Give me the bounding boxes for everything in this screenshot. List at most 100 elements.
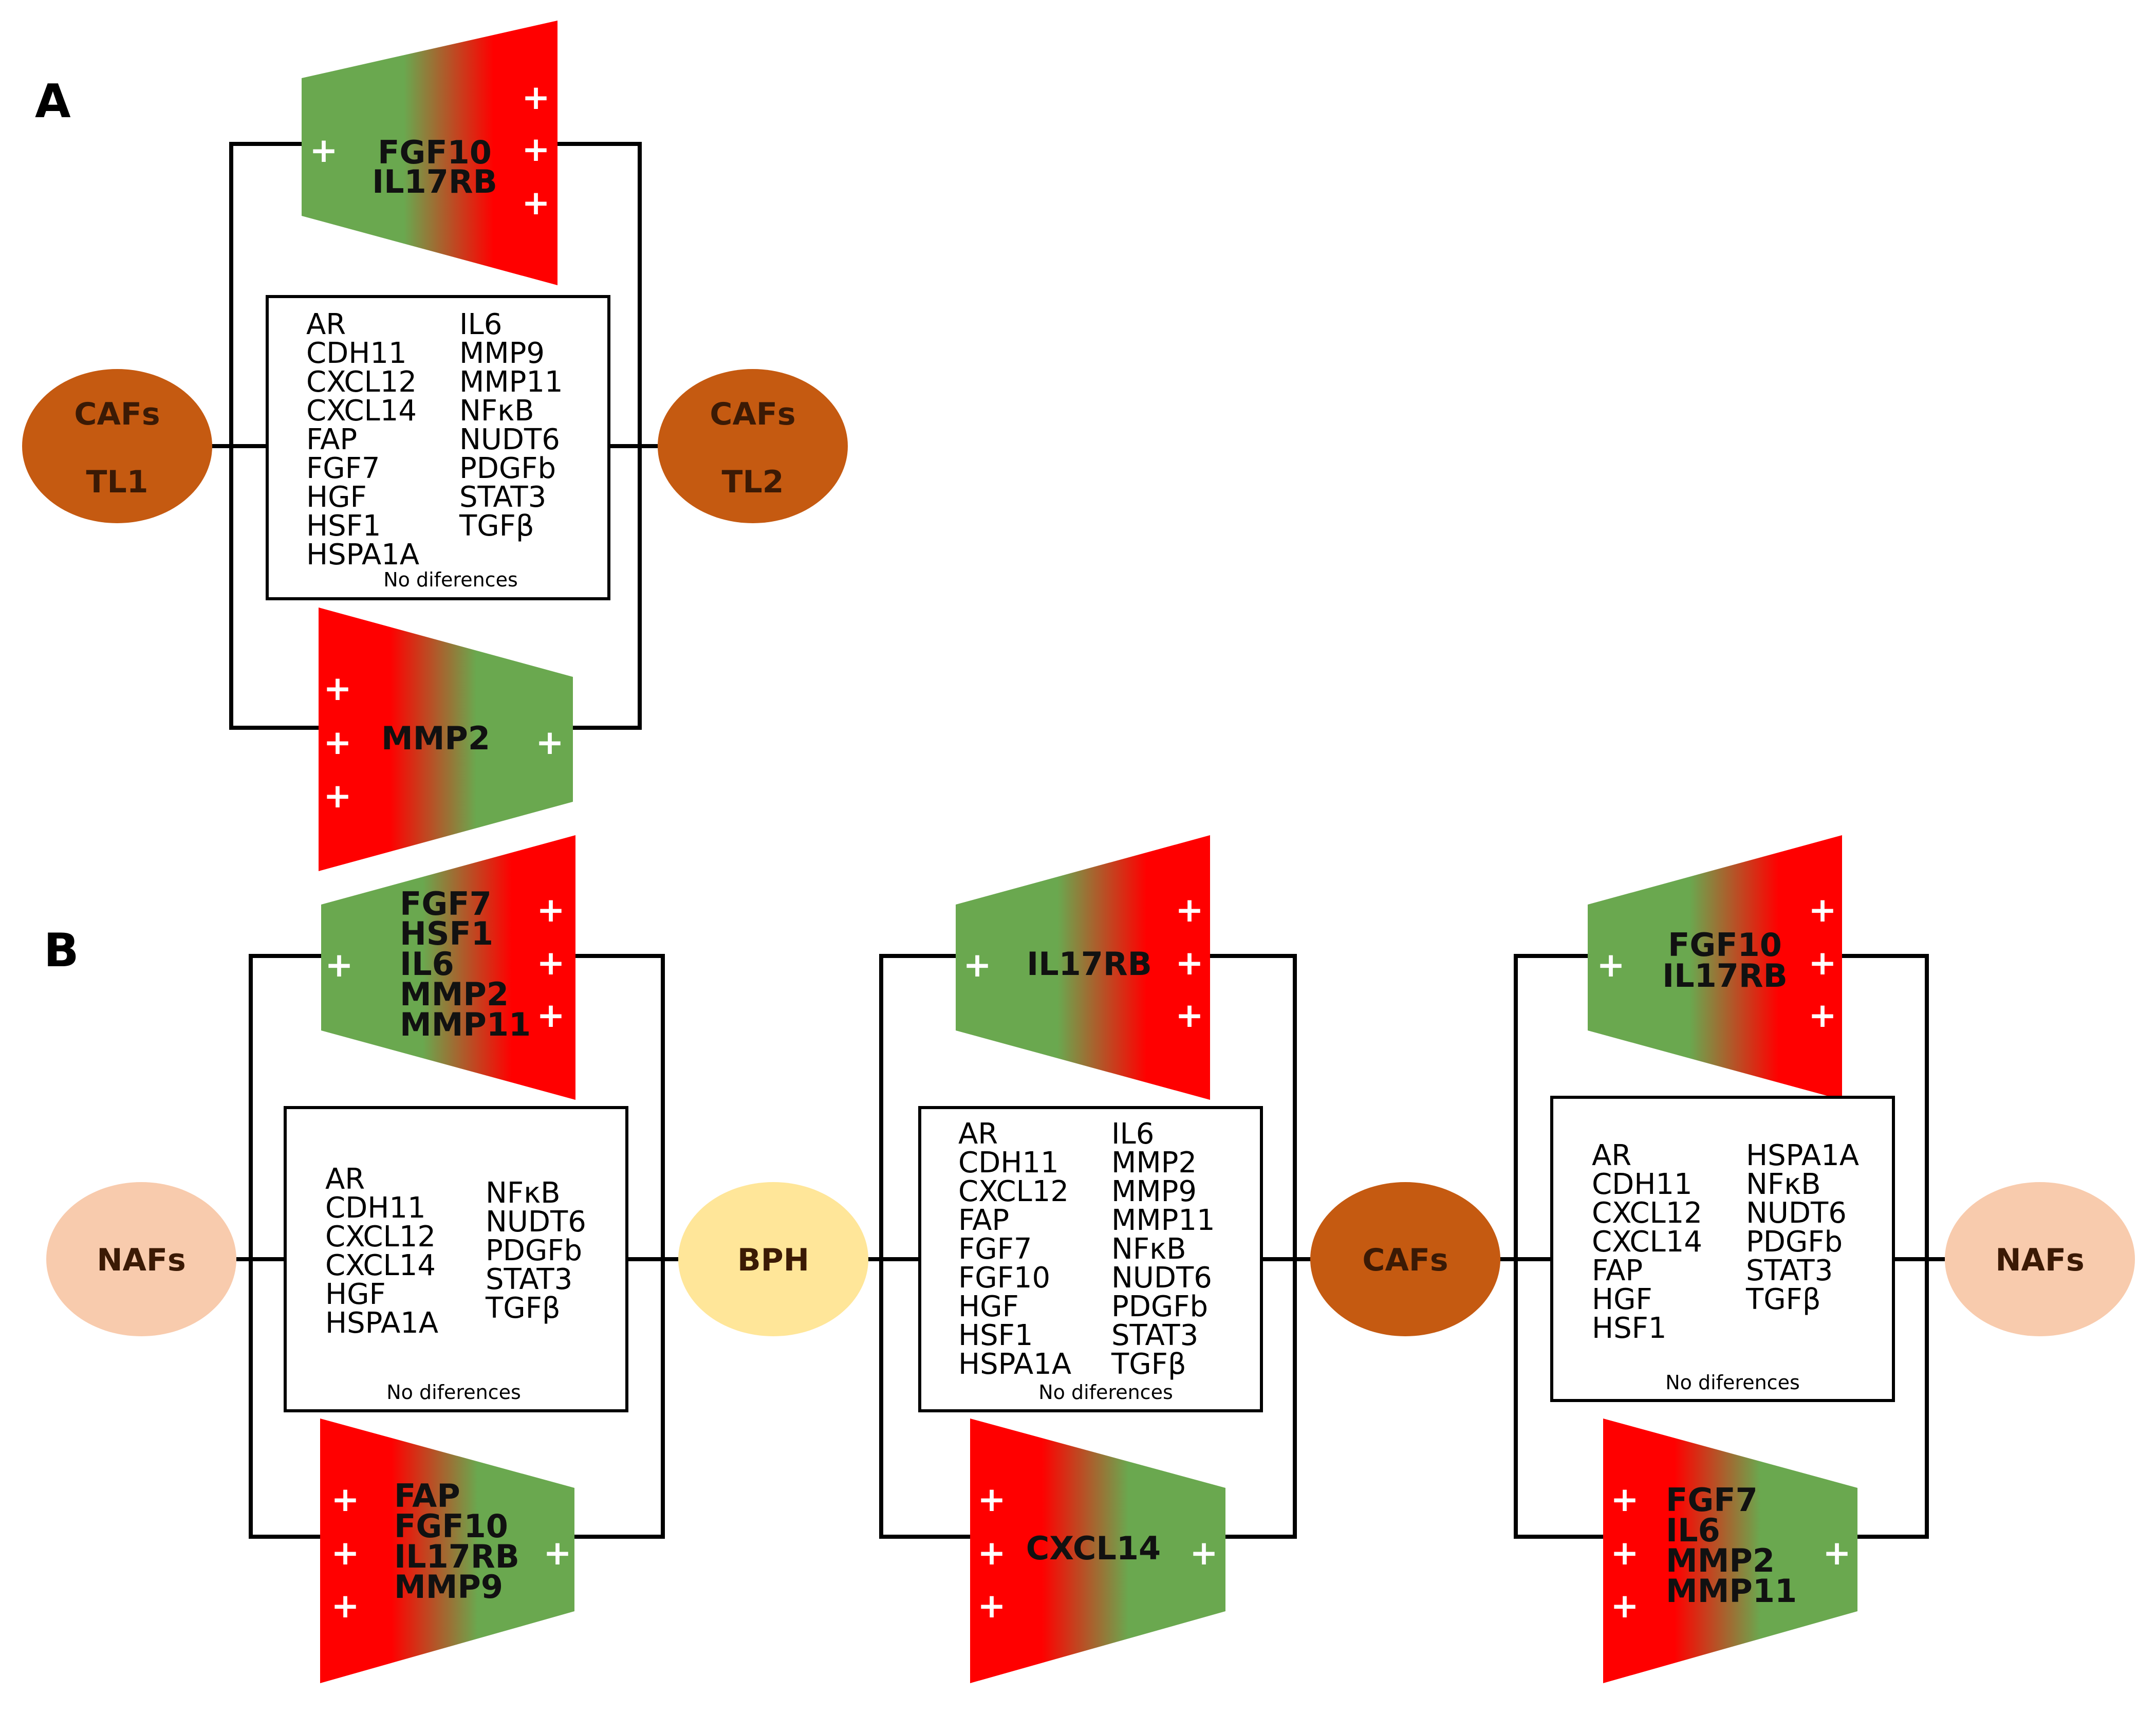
svg-text:HSPA1A: HSPA1A — [958, 1348, 1071, 1381]
svg-text:AR: AR — [958, 1117, 998, 1151]
svg-text:AR: AR — [325, 1163, 365, 1196]
node-nafs-left: NAFs — [46, 1182, 236, 1336]
svg-text:PDGFb: PDGFb — [486, 1234, 582, 1267]
upregulated-trapezoid — [302, 21, 557, 285]
svg-text:MMP9: MMP9 — [459, 337, 545, 370]
plus-sign: + — [963, 945, 991, 985]
svg-text:NAFs: NAFs — [1995, 1242, 2084, 1278]
plus-sign: + — [331, 1480, 359, 1519]
plus-sign: + — [1823, 1533, 1851, 1573]
svg-text:NUDT6: NUDT6 — [1746, 1196, 1847, 1230]
svg-text:TL1: TL1 — [86, 464, 148, 500]
no-difference-box — [1550, 1096, 1895, 1402]
gene-stack: FGF7 HSF1 IL6 MMP2 MMP11 — [400, 885, 531, 1043]
svg-text:FAP: FAP — [306, 423, 357, 456]
svg-text:IL6: IL6 — [400, 945, 454, 983]
plus-sign: + — [977, 1480, 1006, 1519]
svg-text:TGFβ: TGFβ — [459, 509, 534, 543]
svg-text:CDH11: CDH11 — [306, 337, 407, 370]
svg-text:TL2: TL2 — [722, 464, 784, 500]
plus-sign: + — [536, 890, 565, 930]
svg-text:CXCL14: CXCL14 — [306, 394, 417, 428]
plus-sign: + — [331, 1586, 359, 1626]
svg-text:FAP: FAP — [1592, 1254, 1643, 1287]
downregulated-trapezoid — [970, 1419, 1225, 1683]
svg-text:STAT3: STAT3 — [1746, 1254, 1833, 1287]
svg-text:HSPA1A: HSPA1A — [325, 1306, 438, 1340]
svg-text:CXCL12: CXCL12 — [325, 1220, 436, 1254]
svg-text:FGF7: FGF7 — [1666, 1481, 1758, 1519]
svg-text:PDGFb: PDGFb — [1746, 1225, 1843, 1259]
plus-sign: + — [977, 1533, 1006, 1573]
node-bph: BPH — [678, 1182, 868, 1336]
plus-sign: + — [522, 183, 550, 223]
gene-label: IL17RB — [1027, 945, 1152, 983]
gene-list-col2: IL6 MMP2 MMP9 MMP11 NFκB NUDT6 PDGFb STA… — [1111, 1117, 1215, 1381]
no-differences-note: No diferences — [1038, 1381, 1173, 1404]
svg-text:HGF: HGF — [306, 481, 367, 514]
node-cafs: CAFs — [1310, 1182, 1500, 1336]
svg-text:HSPA1A: HSPA1A — [306, 538, 419, 572]
plus-sign: + — [536, 943, 565, 983]
plus-sign: + — [536, 996, 565, 1035]
svg-text:MMP11: MMP11 — [459, 365, 563, 399]
gene-list-col2: NFκB NUDT6 PDGFb STAT3 TGFβ — [485, 1176, 586, 1325]
gene-list-col1: AR CDH11 CXCL12 CXCL14 FAP FGF7 HGF HSF1… — [306, 308, 419, 572]
svg-text:MMP9: MMP9 — [394, 1568, 503, 1606]
no-differences-note: No diferences — [383, 568, 518, 591]
svg-text:HSF1: HSF1 — [1592, 1312, 1667, 1345]
svg-text:FAP: FAP — [958, 1204, 1009, 1237]
gene-list-col1: AR CDH11 CXCL12 CXCL14 HGF HSPA1A — [325, 1163, 438, 1340]
svg-text:CXCL12: CXCL12 — [1592, 1196, 1702, 1230]
svg-text:CAFs: CAFs — [1362, 1242, 1448, 1278]
svg-text:MMP2: MMP2 — [1666, 1542, 1775, 1579]
svg-text:CXCL14: CXCL14 — [1592, 1225, 1702, 1259]
svg-text:FGF10: FGF10 — [958, 1261, 1050, 1295]
downregulated-trapezoid — [319, 607, 573, 871]
gene-list-col1: AR CDH11 CXCL12 FAP FGF7 FGF10 HGF HSF1 … — [958, 1117, 1071, 1381]
plus-sign: + — [522, 130, 550, 169]
no-differences-note: No diferences — [1665, 1371, 1800, 1394]
svg-text:MMP11: MMP11 — [400, 1006, 531, 1043]
svg-text:FGF7: FGF7 — [400, 885, 492, 923]
svg-text:NUDT6: NUDT6 — [486, 1205, 586, 1239]
svg-text:IL17RB: IL17RB — [394, 1538, 519, 1575]
gene-stack: FAP FGF10 IL17RB MMP9 — [394, 1477, 519, 1606]
svg-text:CXCL12: CXCL12 — [958, 1175, 1069, 1208]
svg-text:FAP: FAP — [394, 1477, 460, 1515]
plus-sign: + — [1808, 943, 1836, 983]
svg-text:MMP9: MMP9 — [1111, 1175, 1197, 1208]
svg-text:NFκB: NFκB — [1111, 1232, 1186, 1266]
svg-text:HSF1: HSF1 — [400, 915, 493, 952]
svg-text:HSF1: HSF1 — [958, 1319, 1033, 1352]
svg-text:STAT3: STAT3 — [459, 481, 546, 514]
svg-text:NUDT6: NUDT6 — [1111, 1261, 1212, 1295]
plus-sign: + — [1175, 996, 1203, 1035]
plus-sign: + — [1610, 1586, 1639, 1626]
svg-text:NAFs: NAFs — [97, 1242, 185, 1278]
plus-sign: + — [1596, 945, 1625, 985]
svg-text:MMP2: MMP2 — [1111, 1146, 1197, 1180]
plus-sign: + — [1189, 1533, 1218, 1573]
plus-sign: + — [323, 776, 351, 816]
svg-text:HGF: HGF — [325, 1278, 386, 1311]
plus-sign: + — [543, 1533, 571, 1573]
plus-sign: + — [1175, 890, 1203, 930]
svg-text:TGFβ: TGFβ — [1745, 1283, 1821, 1316]
node-cafs-tl2: CAFs TL2 — [658, 369, 848, 523]
svg-text:TGFβ: TGFβ — [1111, 1348, 1186, 1381]
svg-text:AR: AR — [1592, 1139, 1631, 1172]
plus-sign: + — [1610, 1480, 1639, 1519]
svg-text:BPH: BPH — [737, 1242, 809, 1278]
no-difference-box — [918, 1106, 1263, 1412]
svg-text:HGF: HGF — [958, 1290, 1019, 1323]
plus-sign: + — [522, 78, 550, 117]
svg-text:HSF1: HSF1 — [306, 509, 381, 543]
gene-label: CXCL14 — [1026, 1530, 1161, 1567]
svg-text:IL6: IL6 — [1111, 1117, 1154, 1151]
gene-list-col2: IL6 MMP9 MMP11 NFκB NUDT6 PDGFb STAT3 TG… — [459, 308, 563, 543]
panel-b-label: B — [44, 924, 79, 978]
svg-text:PDGFb: PDGFb — [1111, 1290, 1208, 1323]
